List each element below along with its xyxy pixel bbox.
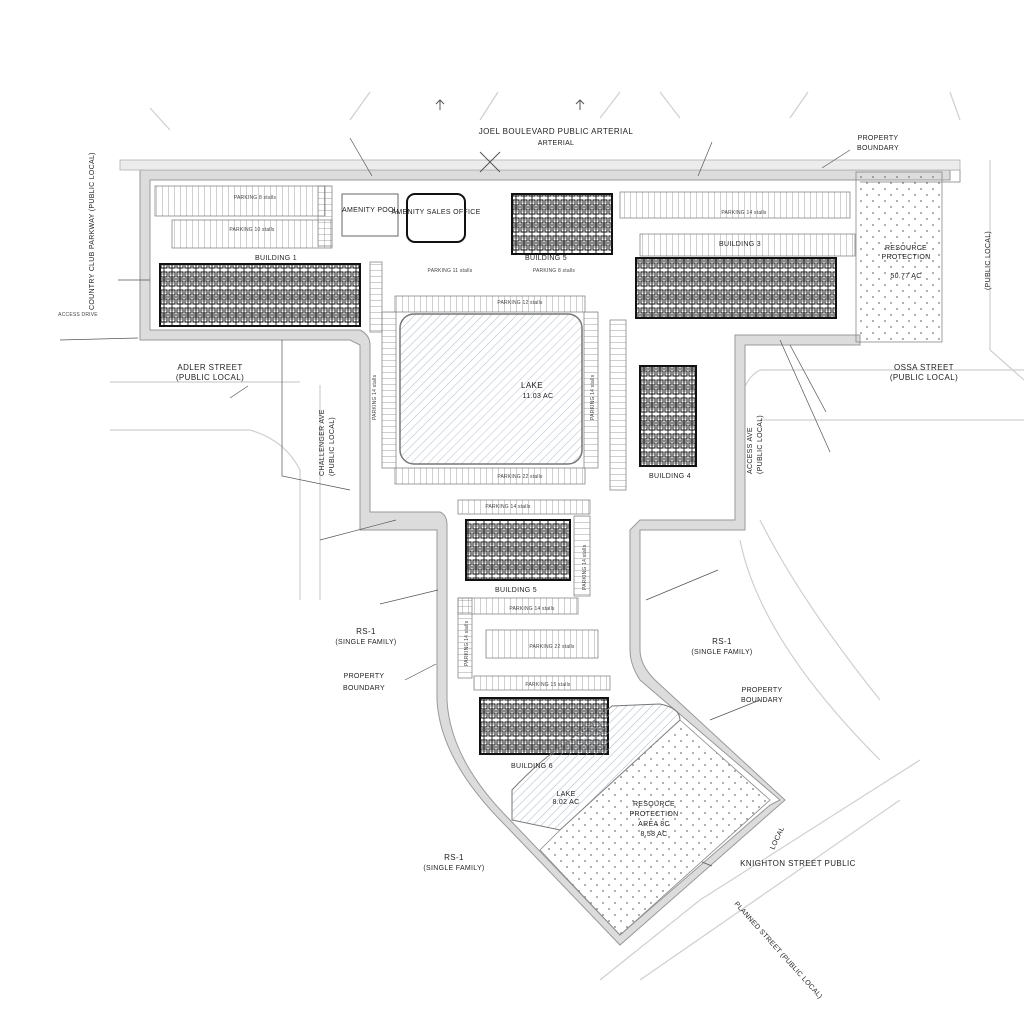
rs1-bottom-label-2: (SINGLE FAMILY) (423, 865, 484, 872)
access-ave-right-label: ACCESS AVE (747, 427, 754, 474)
parking-left-2-label: PARKING 10 stalls (229, 227, 275, 233)
knighton-street-label: KNIGHTON STREET PUBLIC (740, 859, 856, 868)
resource-zone-tr-label-1: RESOURCE (885, 245, 927, 252)
building-6-label: BUILDING 6 (511, 763, 553, 770)
amenity-pool-label: AMENITY POOL (342, 207, 398, 214)
access-ave-right-label-2: (PUBLIC LOCAL) (757, 415, 764, 474)
property-boundary-left-label: PROPERTY (344, 673, 385, 680)
rs1-bottom-label: RS-1 (444, 853, 464, 862)
building-1-label: BUILDING 1 (255, 255, 297, 262)
lake-1-area: 11.03 AC (523, 393, 554, 400)
parking-lake-right-label: PARKING 14 stalls (590, 374, 596, 420)
public-local-right-label: (PUBLIC LOCAL) (985, 231, 992, 290)
resource-zone-tr-label-2: PROTECTION (882, 254, 931, 261)
parking-b5-right-label: PARKING 14 stalls (582, 544, 588, 590)
building-5-top-label: BUILDING 5 (525, 255, 567, 262)
lake-1 (399, 313, 583, 465)
resource-zone-bl-label-1: RESOURCE (633, 801, 675, 808)
ossa-street-label-2: (PUBLIC LOCAL) (890, 373, 958, 382)
property-boundary-left-label-2: BOUNDARY (343, 685, 385, 692)
resource-zone-bl-label-4: 8.58 AC (640, 831, 667, 838)
access-drive-label: ACCESS DRIVE (58, 312, 98, 318)
parking-lots (154, 185, 856, 691)
building-1 (159, 263, 361, 327)
parking-lake-bottom-label: PARKING 22 stalls (497, 474, 543, 480)
lake-1-label: LAKE (521, 381, 543, 390)
property-boundary-top-right-label-2: BOUNDARY (857, 145, 899, 152)
resource-zone-tr-label-3: 50.77 AC (890, 273, 921, 280)
parking-lake-top-label: PARKING 12 stalls (497, 300, 543, 306)
parking-5-top-label: PARKING 8 stalls (533, 268, 576, 274)
adler-street-label: ADLER STREET (177, 363, 242, 372)
external-street-lines (110, 91, 1024, 981)
building-4-label: BUILDING 4 (649, 473, 691, 480)
parking-15-label: PARKING 15 stalls (525, 682, 571, 688)
resource-zone-bl-label-2: PROTECTION (630, 811, 679, 818)
ossa-street-label: OSSA STREET (894, 363, 954, 372)
parking-b5-left-label: PARKING 14 stalls (464, 620, 470, 666)
building-4 (639, 365, 697, 467)
property-boundary-br-label-2: BOUNDARY (741, 697, 783, 704)
resource-zone-top-right (855, 171, 943, 343)
challenger-ave-label-2: (PUBLIC LOCAL) (329, 417, 336, 476)
parking-11-label: PARKING 11 stalls (428, 268, 473, 274)
building-3-label: BUILDING 3 (719, 241, 761, 248)
resource-zone-bottom (539, 719, 771, 936)
parking-14-top-label: PARKING 14 stalls (721, 210, 767, 216)
lake-2 (511, 703, 681, 831)
parking-22-label: PARKING 22 stalls (529, 644, 575, 650)
adler-street-label-2: (PUBLIC LOCAL) (176, 373, 244, 382)
rs1-left-label: RS-1 (356, 627, 376, 636)
lake-2-area: 8.02 AC (552, 799, 579, 806)
building-5 (465, 519, 571, 581)
building-5-label: BUILDING 5 (495, 587, 537, 594)
joel-boulevard-label-2: ARTERIAL (538, 140, 575, 147)
leader-lines (59, 137, 851, 867)
sales-office-label: AMENITY SALES OFFICE (391, 209, 480, 216)
rs1-left-label-2: (SINGLE FAMILY) (335, 639, 396, 646)
challenger-ave-label: CHALLENGER AVE (319, 409, 326, 476)
property-boundary-top-right-label: PROPERTY (858, 135, 899, 142)
planned-street-label: PLANNED STREET (PUBLIC LOCAL) (733, 901, 824, 1001)
building-5-top (511, 193, 613, 255)
parking-top-left-label: PARKING 8 stalls (234, 195, 277, 201)
joel-boulevard-label: JOEL BOULEVARD PUBLIC ARTERIAL (479, 127, 634, 136)
sales-office-box (406, 193, 466, 243)
rs1-right-label-2: (SINGLE FAMILY) (691, 649, 752, 656)
parking-14-mid-label: PARKING 14 stalls (509, 606, 555, 612)
entry-arrows (435, 99, 585, 173)
amenity-pool-box (341, 193, 399, 237)
building-3 (635, 257, 837, 319)
lake-2-label: LAKE (556, 791, 575, 798)
resource-zone-bl-label-3: AREA 8C (638, 821, 670, 828)
parking-b5-label: PARKING 14 stalls (485, 504, 531, 510)
property-boundary-br-label: PROPERTY (742, 687, 783, 694)
country-club-parkway-label: COUNTRY CLUB PARKWAY (PUBLIC LOCAL) (89, 152, 96, 310)
parking-lake-left-label: PARKING 14 stalls (372, 374, 378, 420)
rs1-right-label: RS-1 (712, 637, 732, 646)
